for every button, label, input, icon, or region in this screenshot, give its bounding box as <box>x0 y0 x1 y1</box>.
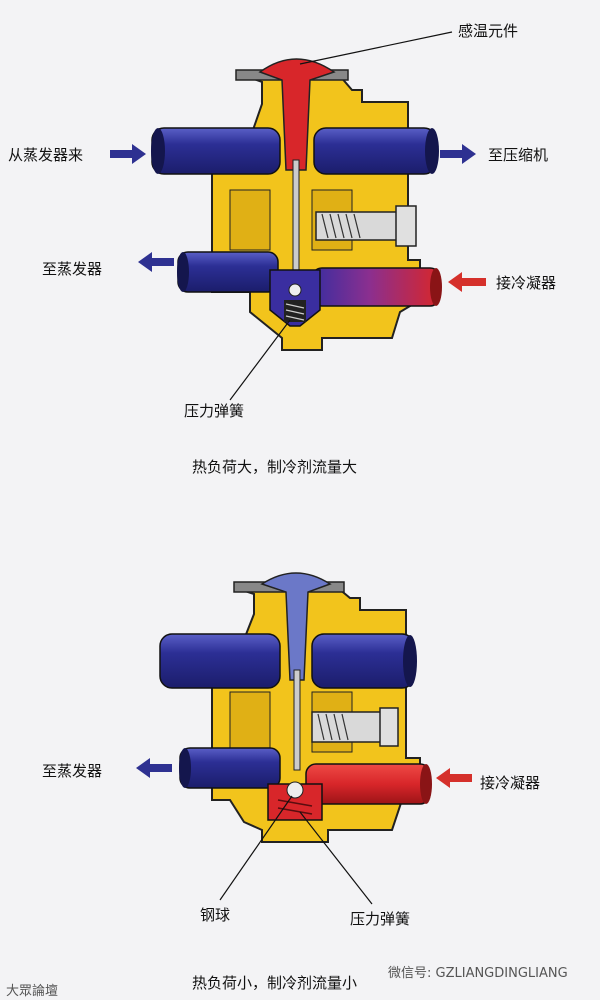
label-to-evaporator: 至蒸发器 <box>42 258 102 279</box>
pipe-from-evaporator <box>152 128 280 174</box>
steel-ball-2 <box>287 782 303 798</box>
label-pressure-spring-2: 压力弹簧 <box>350 908 410 929</box>
pipe-to-evaporator <box>178 252 278 292</box>
steel-ball <box>289 284 301 296</box>
label-sensor: 感温元件 <box>458 20 518 41</box>
arrow-to-evaporator-2 <box>136 758 172 778</box>
caption-high-load: 热负荷大，制冷剂流量大 <box>192 456 357 477</box>
pressure-spring <box>284 300 306 322</box>
pipe-to-evaporator-2 <box>180 748 280 788</box>
arrow-from-condenser-2 <box>436 768 472 788</box>
spring-leader-line-1 <box>230 320 290 400</box>
diagram-2-valve <box>160 573 432 842</box>
arrow-to-compressor <box>440 144 476 164</box>
pipe-to-compressor <box>314 128 436 174</box>
watermark-left: 大眾論壇 <box>6 980 58 999</box>
arrow-to-evaporator <box>138 252 174 272</box>
pipe-upper-right-2 <box>312 634 414 688</box>
pipe-from-condenser <box>312 268 440 306</box>
label-to-compressor: 至压缩机 <box>488 144 548 165</box>
label-to-evaporator-2: 至蒸发器 <box>42 760 102 781</box>
label-from-condenser-2: 接冷凝器 <box>480 772 540 793</box>
valve-stem-2 <box>294 670 300 770</box>
label-pressure-spring: 压力弹簧 <box>184 400 244 421</box>
sensor-leader-line <box>300 32 452 64</box>
watermark-right: 微信号: GZLIANGDINGLIANG <box>388 962 568 981</box>
label-from-evaporator: 从蒸发器来 <box>8 144 83 165</box>
arrow-from-condenser <box>448 272 486 292</box>
valve-stem <box>293 160 299 270</box>
label-from-condenser: 接冷凝器 <box>496 272 556 293</box>
pipe-from-condenser-2 <box>306 764 430 804</box>
label-steel-ball: 钢球 <box>200 904 230 925</box>
pipe-upper-left-2 <box>160 634 280 688</box>
arrow-into-evaporator-line <box>110 144 146 164</box>
caption-low-load: 热负荷小，制冷剂流量小 <box>192 972 357 993</box>
diagram-1-valve <box>151 59 442 350</box>
